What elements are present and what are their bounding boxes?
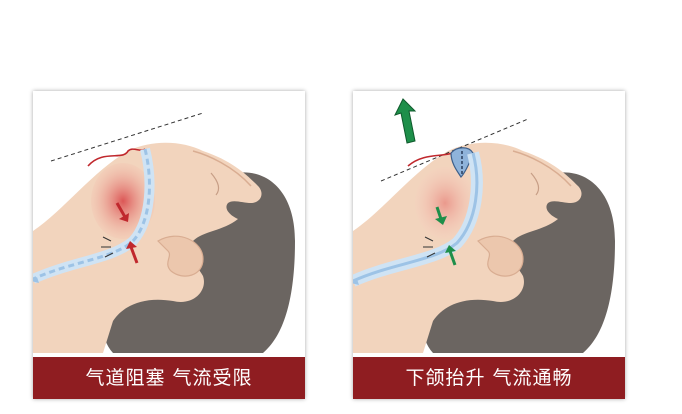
eye-line — [210, 172, 220, 196]
palate-outline — [407, 152, 454, 167]
face-outline — [192, 150, 252, 187]
eye-line — [530, 172, 540, 196]
caption-open: 下颌抬升 气流通畅 — [353, 357, 625, 399]
reference-line — [50, 112, 204, 162]
snore-marks — [423, 236, 436, 258]
snore-marks — [101, 236, 114, 258]
caption-obstructed: 气道阻塞 气流受限 — [33, 357, 305, 399]
jaw-lift-arrow-icon — [394, 98, 417, 144]
ear-shape — [157, 235, 204, 277]
airflow-line — [33, 148, 151, 281]
head-profile-icon — [33, 112, 295, 353]
open-arrow-up-icon — [445, 245, 457, 266]
obstruction-zone — [91, 163, 155, 239]
arrow-icon — [33, 277, 39, 283]
ear-shape — [477, 235, 524, 277]
face-skin — [33, 142, 262, 353]
arrow-icon — [353, 279, 359, 285]
head-profile-icon — [353, 98, 615, 353]
panel-obstructed-airway: 气道阻塞 气流受限 — [33, 91, 305, 399]
panel-open-airway: 下颌抬升 气流通畅 — [353, 91, 625, 399]
face-outline — [512, 150, 572, 187]
open-arrow-down-icon — [435, 206, 447, 225]
airflow-line — [353, 152, 479, 283]
compression-arrow-down-icon — [115, 202, 129, 222]
airway-zone — [415, 167, 475, 239]
face-skin — [353, 142, 582, 353]
compression-arrow-up-icon — [126, 241, 139, 264]
